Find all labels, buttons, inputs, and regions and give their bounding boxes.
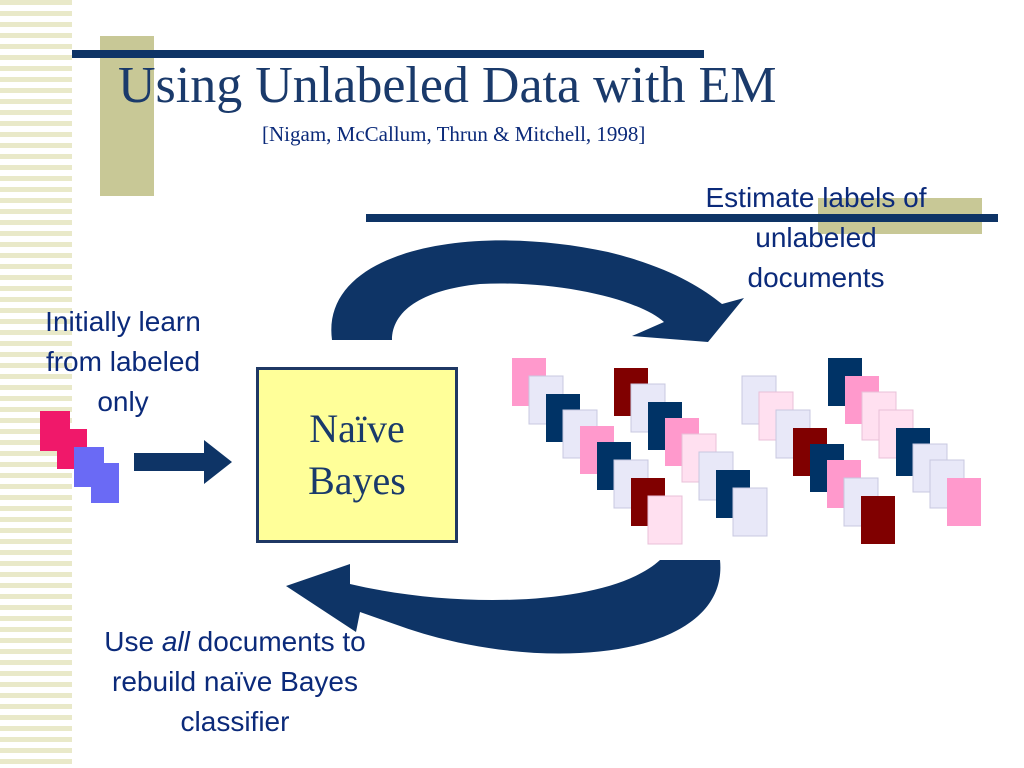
doc <box>947 478 981 526</box>
rebuild-caption-prefix: Use <box>104 626 162 657</box>
rebuild-caption-suffix: documents to rebuild naïve Bayes classif… <box>112 626 366 737</box>
title-accent-block <box>100 36 154 196</box>
naive-bayes-label: Naïve Bayes <box>308 403 406 507</box>
striped-margin-decoration <box>0 0 72 768</box>
doc <box>861 496 895 544</box>
unlabeled-documents-left <box>512 358 768 545</box>
doc <box>732 487 768 537</box>
input-arrow <box>134 440 232 484</box>
doc <box>647 495 683 545</box>
classifier-line-1: Naïve <box>309 406 405 451</box>
labeled-doc-4 <box>91 463 119 503</box>
naive-bayes-box: Naïve Bayes <box>256 367 458 543</box>
unlabeled-documents-right <box>741 358 981 544</box>
rebuild-arrow <box>286 560 721 654</box>
section-rule <box>366 214 998 222</box>
slide-title: Using Unlabeled Data with EM <box>118 57 777 114</box>
title-rule <box>72 50 704 58</box>
initial-learning-caption: Initially learn from labeled only <box>45 306 201 417</box>
estimate-arrow <box>331 240 744 342</box>
estimate-labels-caption: Estimate labels of unlabeled documents <box>705 182 927 293</box>
labeled-documents <box>40 411 119 503</box>
citation: [Nigam, McCallum, Thrun & Mitchell, 1998… <box>262 122 646 146</box>
rebuild-caption-emphasis: all <box>161 626 190 657</box>
rebuild-caption: Use all documents to rebuild naïve Bayes… <box>82 622 388 742</box>
classifier-line-2: Bayes <box>308 458 406 503</box>
